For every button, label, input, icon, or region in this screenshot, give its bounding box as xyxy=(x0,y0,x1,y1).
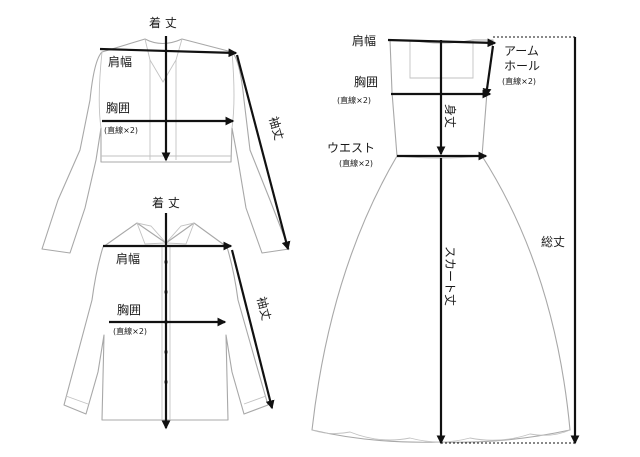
jacket-length-label: 着 丈 xyxy=(149,15,177,30)
dress-waist-note: (直線×2) xyxy=(339,158,373,168)
jacket-shoulder-label: 肩幅 xyxy=(108,54,132,69)
jacket-shoulder-arrow xyxy=(99,47,238,58)
shirt-body-outline xyxy=(63,222,269,421)
jacket-armhole-left xyxy=(98,51,103,129)
jacket-chest-label: 胸囲 xyxy=(106,100,130,115)
dress-shoulder-label: 肩幅 xyxy=(352,33,376,48)
dress-armhole-arrow xyxy=(482,45,495,98)
jacket-body-outline xyxy=(41,38,290,254)
jacket-sleeve-label: 袖丈 xyxy=(266,115,287,142)
shirt-chest-label: 胸囲 xyxy=(117,302,141,317)
shirt-measurements xyxy=(103,213,275,430)
jacket-chest-note: (直線×2) xyxy=(104,125,138,135)
dress-chest-note: (直線×2) xyxy=(337,95,371,105)
dress-skirt-length-label: スカート丈 xyxy=(443,246,457,306)
dress-body-length-label: 身丈 xyxy=(443,104,458,128)
dress-armhole-label-2: ホール xyxy=(504,59,540,73)
shirt-sleeve-label: 袖丈 xyxy=(254,295,274,322)
shirt-placket xyxy=(161,246,171,420)
shirt-shoulder-label: 肩幅 xyxy=(116,251,140,266)
jacket-armhole-right xyxy=(231,51,235,129)
shirt-length-label: 着 丈 xyxy=(152,195,180,210)
shirt-cuff-right xyxy=(243,395,267,405)
jacket-sleeve-arrow xyxy=(235,54,291,251)
shirt-chest-note: (直線×2) xyxy=(113,326,147,336)
shirt-cuff-left xyxy=(65,395,89,405)
dress-chest-label: 胸囲 xyxy=(354,74,378,89)
shirt-sleeve-arrow xyxy=(230,249,275,410)
dress-armhole-label-1: アーム xyxy=(504,44,539,58)
dress-measurements xyxy=(387,36,580,445)
dress-total-length-label: 総丈 xyxy=(541,235,565,249)
jacket-measurements xyxy=(99,36,291,251)
dress-armhole-note: (直線×2) xyxy=(502,76,536,86)
dress-waist-label: ウエスト xyxy=(327,141,375,155)
jacket-collar xyxy=(144,38,183,83)
